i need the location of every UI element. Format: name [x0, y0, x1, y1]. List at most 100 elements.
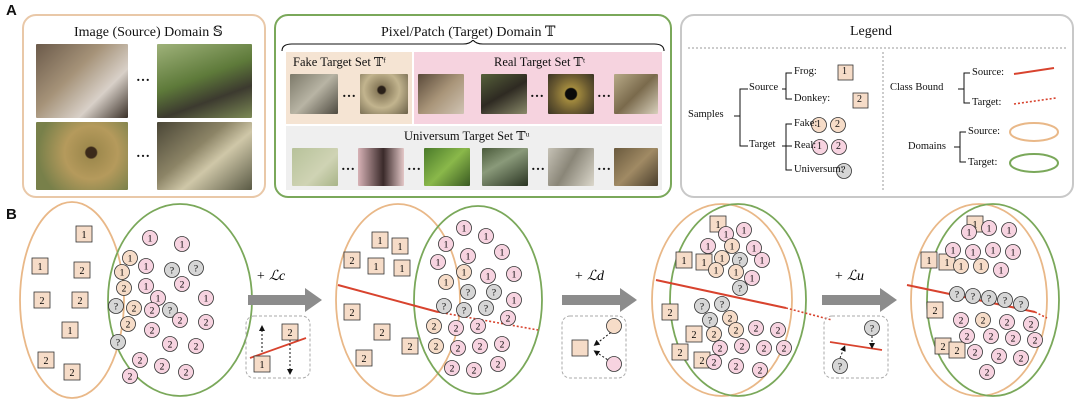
- source-sample-square: [571, 339, 589, 357]
- source-sample-square: [671, 343, 689, 361]
- target-sample-circle: [694, 298, 710, 314]
- source-sample-square: [371, 231, 389, 249]
- target-sample-circle: [714, 296, 730, 312]
- frog-photo-2: [157, 122, 252, 190]
- universum-symbol: ?: [841, 165, 846, 176]
- sample-label: 1: [750, 275, 755, 285]
- target-sample-circle: [967, 344, 983, 360]
- sample-label: 1: [682, 256, 687, 267]
- target-sample-circle: [832, 358, 848, 374]
- legend-samples: Samples: [688, 109, 724, 120]
- sample-label: 2: [973, 349, 978, 359]
- sample-label: 2: [362, 354, 367, 365]
- ellipsis: …: [342, 86, 357, 101]
- sample-label: ?: [700, 303, 704, 313]
- target-sample-circle: [494, 336, 510, 352]
- sample-label: 2: [380, 328, 385, 339]
- sample-label: 1: [720, 255, 725, 265]
- sample-label: 1: [1011, 249, 1016, 259]
- sample-label: ?: [971, 293, 975, 303]
- target-sample-circle: [188, 260, 204, 276]
- real-target-set-label: Real Target Set 𝕋ᵗ: [494, 55, 586, 69]
- target-sample-circle: [953, 258, 969, 274]
- target-sample-circle: [708, 262, 724, 278]
- sample-label: 1: [204, 295, 209, 305]
- target-sample-circle: [706, 354, 722, 370]
- panel-b-label: B: [6, 206, 17, 223]
- target-sample-circle: [138, 278, 154, 294]
- boundary-line-icon: [249, 337, 307, 359]
- sample-label: 2: [734, 363, 739, 373]
- sample-label: 2: [1019, 355, 1024, 365]
- target-sample-circle: [706, 326, 722, 342]
- target-sample-circle: [1027, 332, 1043, 348]
- sample-label: 2: [782, 345, 787, 355]
- sample-label: 1: [484, 233, 489, 243]
- sample-label: 1: [156, 295, 161, 305]
- brace-icon: [281, 40, 665, 52]
- sample-label: 2: [496, 361, 501, 371]
- target-sample-circle: [997, 292, 1013, 308]
- sample-label: 2: [160, 363, 165, 373]
- sample-label: 2: [126, 321, 131, 331]
- sample-label: 2: [450, 365, 455, 375]
- target-sample-circle: [864, 320, 880, 336]
- sample-label: 1: [734, 269, 739, 279]
- legend-universum: Universum:: [794, 164, 844, 175]
- sample-label: 1: [979, 263, 984, 273]
- target-sample-circle: [450, 340, 466, 356]
- ellipsis: …: [407, 159, 422, 174]
- sample-label: 1: [951, 247, 956, 257]
- target-sample-circle: [142, 230, 158, 246]
- sample-label: 2: [754, 325, 759, 335]
- target-sample-circle: [734, 338, 750, 354]
- sample-label: 1: [128, 255, 133, 265]
- target-sample-circle: [736, 222, 752, 238]
- sample-label: 1: [973, 220, 978, 231]
- legend-frog: Frog:: [794, 66, 817, 77]
- target-sample-circle: [999, 314, 1015, 330]
- target-sample-circle: [494, 244, 510, 260]
- ellipsis: …: [531, 159, 546, 174]
- sample-label: 2: [965, 333, 970, 343]
- real-symbol-1: 1: [817, 141, 822, 152]
- sample-label: 2: [472, 367, 477, 377]
- target-sample-circle: [965, 288, 981, 304]
- target-sample-circle: [162, 302, 178, 318]
- target-boundary-line: [437, 311, 539, 331]
- target-sample-circle: [430, 254, 446, 270]
- target-boundary-line: [785, 307, 833, 321]
- target-sample-circle: [991, 348, 1007, 364]
- sample-label: 2: [712, 359, 717, 369]
- target-sample-circle: [770, 322, 786, 338]
- ellipsis: …: [136, 146, 151, 161]
- sample-label: 2: [150, 307, 155, 317]
- sample-label: ?: [738, 285, 742, 295]
- source-sample-square: [948, 341, 966, 359]
- sample-label: 1: [971, 249, 976, 259]
- sample-label: 2: [718, 345, 723, 355]
- universum-patch-6: [614, 148, 658, 186]
- sample-label: 1: [120, 269, 125, 279]
- target-sample-circle: [700, 238, 716, 254]
- sample-label: 2: [122, 285, 127, 295]
- sample-label: ?: [442, 303, 446, 313]
- target-sample-circle: [138, 258, 154, 274]
- sample-label: 1: [436, 259, 441, 269]
- target-sample-circle: [724, 238, 740, 254]
- source-domain-title: Image (Source) Domain 𝕊: [74, 25, 223, 40]
- sample-label: 2: [138, 357, 143, 367]
- target-sample-circle: [1005, 330, 1021, 346]
- sample-label: 2: [78, 296, 83, 307]
- target-sample-circle: [198, 290, 214, 306]
- sample-label: 2: [981, 317, 986, 327]
- target-sample-circle: [1023, 316, 1039, 332]
- source-sample-square: [63, 363, 81, 381]
- target-sample-circle: [945, 242, 961, 258]
- sample-label: ?: [838, 363, 842, 373]
- sample-label: ?: [170, 267, 174, 277]
- sample-label: 1: [68, 326, 73, 337]
- source-sample-square: [253, 355, 271, 373]
